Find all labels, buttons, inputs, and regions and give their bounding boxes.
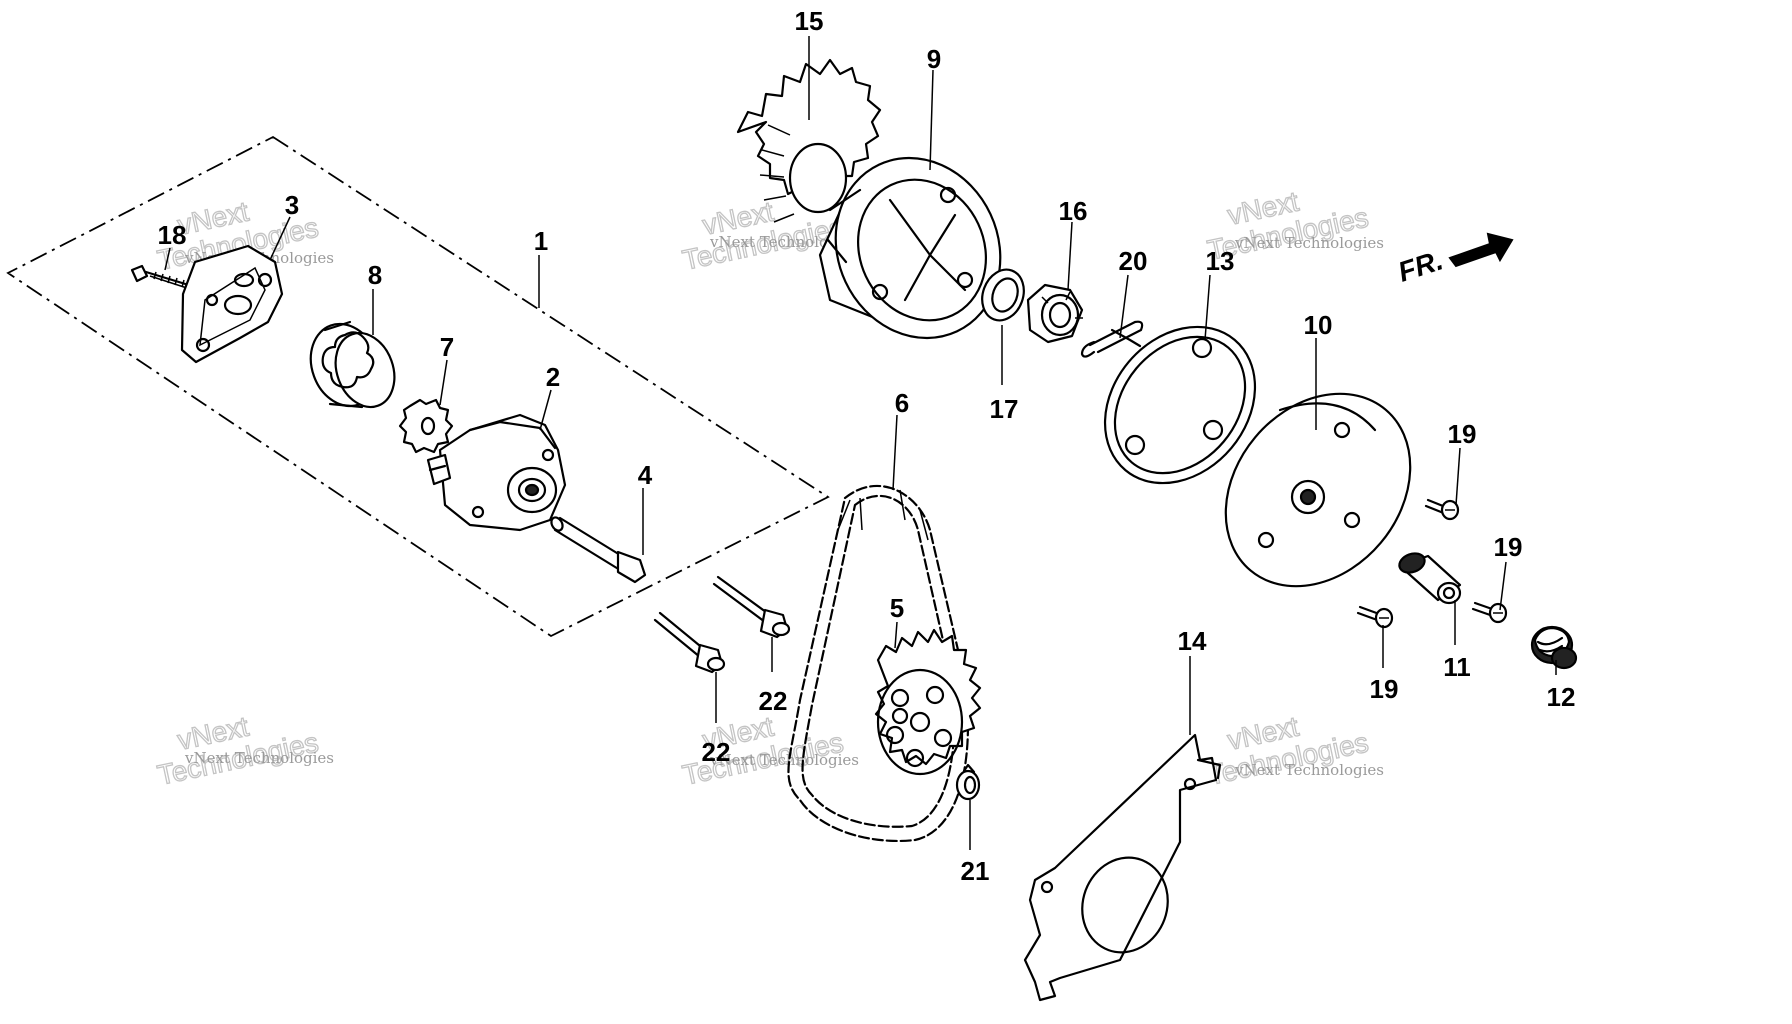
label-part-10: 10 <box>1304 310 1333 340</box>
label-part-15: 15 <box>795 6 824 36</box>
label-part-14: 14 <box>1178 626 1207 656</box>
svg-text:vNext Technologies: vNext Technologies <box>709 751 859 769</box>
watermark-4: vNext Technologies vNext Technologies <box>154 710 334 792</box>
part-labels: 15 9 3 18 1 8 7 2 4 16 20 13 10 17 6 19 … <box>158 6 1576 886</box>
label-part-22b: 22 <box>759 686 788 716</box>
label-part-6: 6 <box>895 388 909 418</box>
pump-body-2 <box>426 413 567 532</box>
label-part-13: 13 <box>1206 246 1235 276</box>
label-part-19b: 19 <box>1370 674 1399 704</box>
label-part-20: 20 <box>1119 246 1148 276</box>
label-part-12: 12 <box>1547 682 1576 712</box>
flange-bolt-22a <box>653 611 726 674</box>
front-arrow-icon <box>1448 232 1514 268</box>
label-part-7: 7 <box>440 332 454 362</box>
cotter-pin-20 <box>1080 320 1144 358</box>
label-part-9: 9 <box>927 44 941 74</box>
guide-plate-14 <box>1023 733 1222 1002</box>
label-part-11: 11 <box>1443 652 1471 682</box>
inner-rotor-7 <box>398 398 454 454</box>
front-arrow-label: FR. <box>1394 244 1446 287</box>
screw-19b <box>1356 605 1394 629</box>
label-part-17: 17 <box>990 394 1019 424</box>
pump-cover-10 <box>1224 392 1412 588</box>
label-part-19c: 19 <box>1494 532 1523 562</box>
drive-gear-15 <box>736 58 882 223</box>
screw-19a <box>1424 498 1460 521</box>
label-part-21: 21 <box>961 856 990 886</box>
pump-cover-3 <box>180 244 284 364</box>
watermark-6: vNext Technologies vNext Technologies <box>1204 710 1384 792</box>
label-part-4: 4 <box>638 460 653 490</box>
sprocket-5 <box>874 628 982 776</box>
svg-text:vNext Technologies: vNext Technologies <box>1234 234 1384 252</box>
label-part-18: 18 <box>158 220 187 250</box>
gasket-13 <box>1103 325 1257 485</box>
svg-text:vNext Technologies: vNext Technologies <box>709 233 859 251</box>
leader-lines <box>164 36 1557 850</box>
pump-assembly-outline <box>6 135 830 638</box>
label-part-8: 8 <box>368 260 382 290</box>
castle-nut-16 <box>1026 283 1084 344</box>
washer-17 <box>981 268 1025 322</box>
front-direction-arrow: FR. <box>1394 232 1514 288</box>
label-part-5: 5 <box>890 593 904 623</box>
svg-text:vNext Technologies: vNext Technologies <box>1234 761 1384 779</box>
bolt-18 <box>130 264 194 290</box>
label-part-19a: 19 <box>1448 419 1477 449</box>
outer-rotor-8 <box>309 320 396 409</box>
flange-bolt-22b <box>712 575 791 639</box>
pump-shaft-4 <box>550 516 647 584</box>
drive-chain-6 <box>787 484 970 842</box>
svg-text:vNext Technologies: vNext Technologies <box>184 749 334 767</box>
joint-collar-11 <box>1398 552 1462 605</box>
clip-21 <box>955 763 981 801</box>
screw-19c <box>1471 601 1508 624</box>
plug-12 <box>1530 625 1578 670</box>
label-part-2: 2 <box>546 362 560 392</box>
label-part-16: 16 <box>1059 196 1088 226</box>
label-part-3: 3 <box>285 190 299 220</box>
hub-flange-9 <box>818 156 1002 340</box>
label-part-1: 1 <box>534 226 548 256</box>
label-part-22a: 22 <box>702 737 731 767</box>
